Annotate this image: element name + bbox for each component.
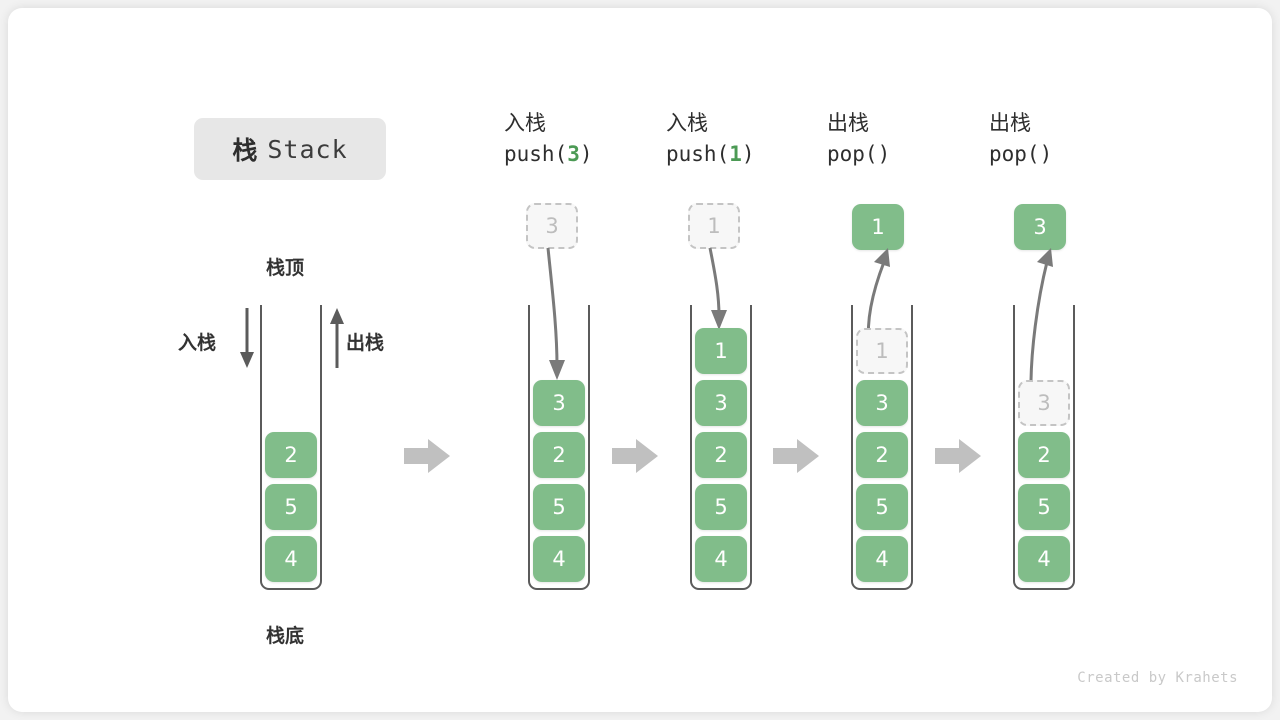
column-header: 出栈 pop()	[981, 108, 1141, 170]
column-header-code: pop()	[827, 138, 979, 170]
column-header-cn: 入栈	[666, 111, 708, 135]
stack-box: 5	[265, 484, 317, 530]
code-suffix: )	[579, 142, 593, 166]
diagram-card: 栈 Stack 栈顶 栈底 入栈 出栈 2 5 4	[8, 8, 1272, 712]
stack-box: 4	[265, 536, 317, 582]
code-arg: 1	[729, 142, 742, 166]
push-motion-arrow	[708, 247, 727, 330]
title-en: Stack	[267, 134, 348, 164]
popped-value-box: 3	[1014, 204, 1066, 250]
title-cn: 栈	[232, 136, 258, 165]
stack-box: 3	[533, 380, 585, 426]
stack-column-pop-1: 出栈 pop() 1 1 3 2 5 4	[819, 8, 979, 712]
stack-container	[690, 305, 752, 590]
stack-box: 2	[856, 432, 908, 478]
pop-direction-label: 出栈	[346, 332, 385, 354]
stack-container	[260, 305, 322, 590]
column-header-code: push(1)	[666, 138, 818, 170]
code-prefix: push(	[666, 142, 730, 166]
stack-box: 4	[533, 536, 585, 582]
stack-box: 2	[533, 432, 585, 478]
stack-box: 3	[695, 380, 747, 426]
push-motion-arrow	[546, 247, 565, 380]
stack-box-ghost: 1	[856, 328, 908, 374]
stack-column-push-1: 入栈 push(1) 1 1 3 2 5 4	[658, 8, 818, 712]
column-header-cn: 入栈	[504, 111, 546, 135]
stack-box: 1	[695, 328, 747, 374]
code-suffix: )	[877, 142, 891, 166]
stack-column-push-3: 入栈 push(3) 3 3 2 5 4	[496, 8, 656, 712]
floating-ghost-box: 3	[526, 203, 578, 249]
column-header-cn: 出栈	[989, 111, 1031, 135]
stack-box: 5	[856, 484, 908, 530]
column-header-code: push(3)	[504, 138, 656, 170]
stack-column-pop-3: 出栈 pop() 3 3 2 5 4	[981, 8, 1141, 712]
push-direction-label: 入栈	[178, 332, 217, 354]
stack-box: 5	[1018, 484, 1070, 530]
stack-top-label: 栈顶	[266, 257, 305, 279]
flow-arrow-icon	[935, 439, 981, 473]
pop-direction-arrow	[330, 308, 344, 368]
push-direction-arrow	[240, 308, 254, 368]
flow-arrow-icon	[773, 439, 819, 473]
code-prefix: push(	[504, 142, 568, 166]
stack-box: 4	[695, 536, 747, 582]
code-arg: 3	[567, 142, 580, 166]
popped-value-box: 1	[852, 204, 904, 250]
stack-box: 2	[265, 432, 317, 478]
stack-container	[851, 305, 913, 590]
column-header: 出栈 pop()	[819, 108, 979, 170]
stack-box: 4	[856, 536, 908, 582]
stack-container	[528, 305, 590, 590]
column-header: 入栈 push(1)	[658, 108, 818, 170]
stack-box: 4	[1018, 536, 1070, 582]
flow-arrow-icon	[404, 439, 450, 473]
stack-box-ghost: 3	[1018, 380, 1070, 426]
code-suffix: )	[1039, 142, 1053, 166]
code-prefix: pop(	[827, 142, 878, 166]
column-header-cn: 出栈	[827, 111, 869, 135]
code-prefix: pop(	[989, 142, 1040, 166]
column-header-code: pop()	[989, 138, 1141, 170]
stack-column-initial: 2 5 4	[228, 8, 388, 712]
stack-box: 5	[695, 484, 747, 530]
diagram-title-chip: 栈 Stack	[194, 118, 386, 180]
stack-bottom-label: 栈底	[266, 625, 305, 647]
watermark-credit: Created by Krahets	[1077, 670, 1238, 686]
stack-container	[1013, 305, 1075, 590]
stack-box: 3	[856, 380, 908, 426]
floating-ghost-box: 1	[688, 203, 740, 249]
flow-arrow-icon	[612, 439, 658, 473]
code-suffix: )	[741, 142, 755, 166]
column-header: 入栈 push(3)	[496, 108, 656, 170]
stack-box: 5	[533, 484, 585, 530]
stack-box: 2	[1018, 432, 1070, 478]
stack-box: 2	[695, 432, 747, 478]
